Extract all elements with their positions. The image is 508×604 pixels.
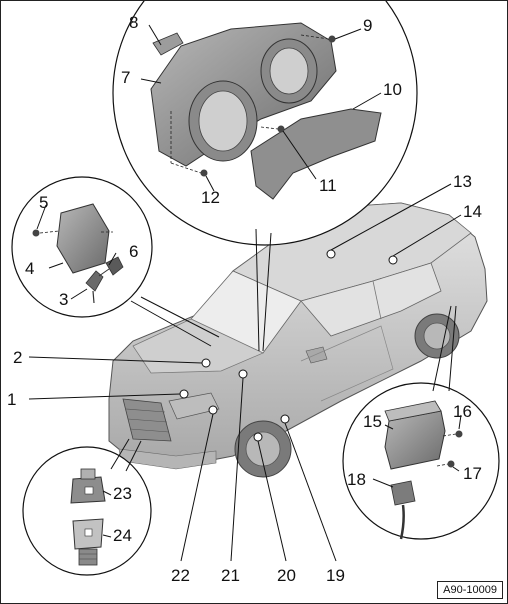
- callout-2: 2: [13, 348, 23, 367]
- callout-16: 16: [453, 402, 472, 421]
- callout-7: 7: [121, 68, 131, 87]
- callout-1: 1: [7, 390, 17, 409]
- callout-17: 17: [463, 464, 482, 483]
- callout-4: 4: [25, 259, 35, 278]
- callout-22: 22: [171, 566, 190, 585]
- leader-lines: [28, 24, 462, 562]
- callout-20: 20: [277, 566, 296, 585]
- car-illustration: [108, 202, 488, 478]
- module-parts: [384, 400, 463, 540]
- control-unit-parts: [32, 203, 124, 304]
- callout-10: 10: [383, 80, 402, 99]
- callout-11: 11: [319, 176, 337, 195]
- callout-8: 8: [129, 13, 139, 32]
- callout-14: 14: [463, 202, 482, 221]
- callout-18: 18: [347, 470, 366, 489]
- figure-code-label: A90-10009: [437, 581, 503, 599]
- callout-23: 23: [113, 484, 132, 503]
- callout-15: 15: [363, 412, 382, 431]
- callout-6: 6: [129, 242, 139, 261]
- callout-12: 12: [201, 188, 220, 207]
- callout-19: 19: [326, 566, 345, 585]
- switch-parts: [70, 468, 106, 566]
- callout-5: 5: [39, 193, 49, 212]
- callout-9: 9: [363, 16, 373, 35]
- detail-circle-switch: [22, 446, 152, 576]
- callout-24: 24: [113, 526, 132, 545]
- callout-13: 13: [453, 172, 472, 191]
- locator-dots: [179, 249, 398, 442]
- callout-3: 3: [59, 290, 69, 309]
- callout-21: 21: [221, 566, 240, 585]
